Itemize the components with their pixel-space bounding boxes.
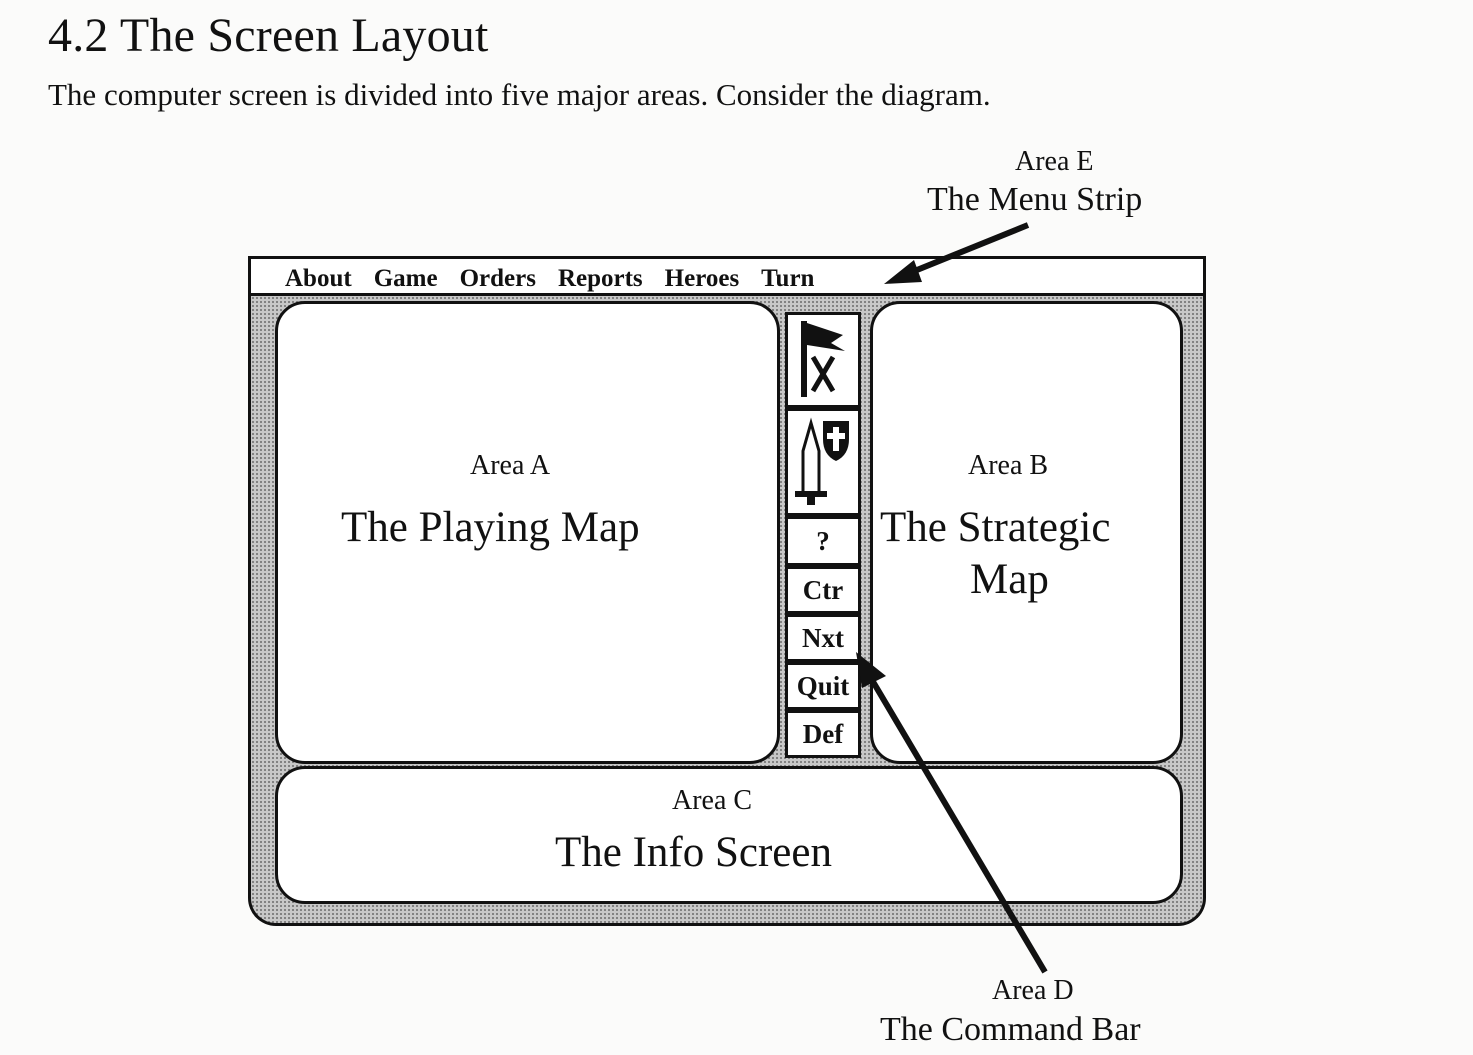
menu-strip: About Game Orders Reports Heroes Turn xyxy=(248,256,1206,296)
menu-item-reports[interactable]: Reports xyxy=(557,265,643,292)
area-b-name-line2: Map xyxy=(970,556,1049,603)
flag-button[interactable] xyxy=(785,312,861,408)
area-d-name: The Command Bar xyxy=(880,1011,1141,1048)
area-c-tag: Area C xyxy=(672,785,753,816)
area-e-name: The Menu Strip xyxy=(927,181,1143,218)
menu-item-game[interactable]: Game xyxy=(373,265,438,292)
menu-items: About Game Orders Reports Heroes Turn xyxy=(285,265,814,293)
area-b-name-line1: The Strategic xyxy=(880,504,1111,551)
playing-map-panel xyxy=(275,301,780,764)
area-d-tag: Area D xyxy=(992,975,1074,1006)
intro-text: The computer screen is divided into five… xyxy=(48,77,991,112)
menu-item-turn[interactable]: Turn xyxy=(761,265,815,292)
area-c-name: The Info Screen xyxy=(555,829,832,876)
screen-layout-diagram: About Game Orders Reports Heroes Turn xyxy=(248,256,1206,926)
area-b-tag: Area B xyxy=(968,450,1049,481)
section-title: 4.2 The Screen Layout xyxy=(48,9,489,62)
area-a-name: The Playing Map xyxy=(341,504,640,551)
help-button[interactable]: ? xyxy=(785,516,861,566)
menu-item-about[interactable]: About xyxy=(285,265,352,292)
next-button[interactable]: Nxt xyxy=(785,614,861,662)
area-a-tag: Area A xyxy=(470,450,551,481)
menu-item-orders[interactable]: Orders xyxy=(459,265,536,292)
area-e-tag: Area E xyxy=(1015,146,1094,177)
command-bar: ? Ctr Nxt Quit Def xyxy=(782,302,868,764)
quit-button[interactable]: Quit xyxy=(785,662,861,710)
defend-button[interactable]: Def xyxy=(785,710,861,758)
sword-shield-icon xyxy=(795,417,849,505)
flag-x-icon xyxy=(801,321,845,397)
center-button[interactable]: Ctr xyxy=(785,566,861,614)
menu-item-heroes[interactable]: Heroes xyxy=(664,265,740,292)
hero-button[interactable] xyxy=(785,408,861,516)
